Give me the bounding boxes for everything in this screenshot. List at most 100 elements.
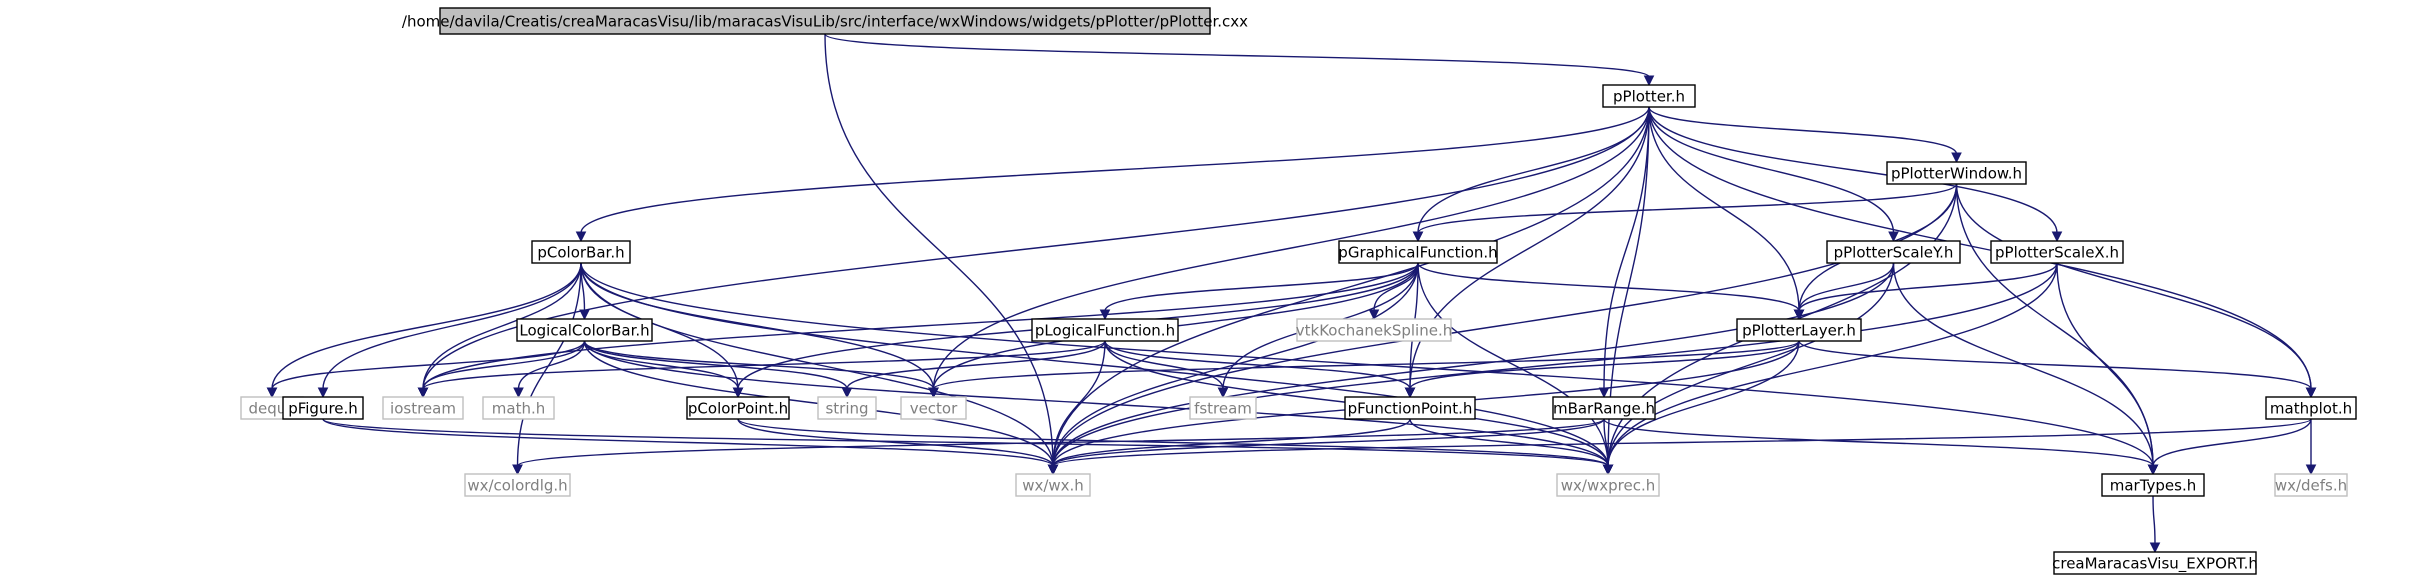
edge-line — [1104, 340, 1224, 390]
edge-mBarRange_h-to-wx_colordlg_h — [512, 418, 1605, 476]
nodes-layer: /home/davila/Creatis/creaMaracasVisu/lib… — [240, 7, 2357, 575]
edge-line — [1798, 262, 2058, 312]
node-pLogicalFunction_h[interactable]: pLogicalFunction.h — [1031, 318, 1179, 342]
node-pPlotterScaleX_h[interactable]: pPlotterScaleX.h — [1990, 240, 2124, 264]
edge-arrowhead — [1602, 464, 1614, 476]
node-label: mBarRange.h — [1553, 400, 1655, 418]
edge-arrowhead — [579, 309, 590, 321]
edge-line — [1417, 262, 1609, 467]
edge-line — [322, 418, 1054, 467]
node-label: wx/wxprec.h — [1561, 477, 1655, 495]
node-box — [2053, 551, 2257, 575]
edge-line — [1052, 340, 1106, 467]
node-box — [2274, 473, 2348, 497]
node-pPlotterWindow_h[interactable]: pPlotterWindow.h — [1886, 161, 2027, 185]
node-box — [1031, 318, 1179, 342]
node-creaMaracasVisu_EXPORT_h[interactable]: creaMaracasVisu_EXPORT.h — [2052, 551, 2258, 575]
node-label: pPlotterScaleY.h — [1834, 244, 1954, 262]
node-wx_wx_h: wx/wx.h — [1015, 473, 1091, 497]
edge-line — [1607, 262, 2058, 467]
node-box — [1826, 240, 1961, 264]
node-label: pPlotterScaleX.h — [1995, 244, 2119, 262]
edge-line — [2152, 418, 2312, 467]
node-iostream: iostream — [382, 396, 464, 420]
node-pPlotterLayer_h[interactable]: pPlotterLayer.h — [1736, 318, 1862, 342]
edge-line — [322, 418, 1609, 467]
edge-LogicalColorBar_h-to-iostream — [417, 340, 586, 399]
edge-line — [1798, 262, 1895, 312]
node-label: fstream — [1194, 400, 1252, 418]
node-LogicalColorBar_h[interactable]: LogicalColorBar.h — [516, 318, 653, 342]
node-pColorPoint_h[interactable]: pColorPoint.h — [686, 396, 790, 420]
edge-arrowhead — [2305, 464, 2317, 476]
edge-line — [932, 106, 1650, 390]
edge-line — [1052, 418, 2312, 467]
node-pPlotter_h[interactable]: pPlotter.h — [1602, 84, 1696, 108]
edge-line — [583, 340, 1609, 467]
edge-arrowhead — [928, 387, 939, 399]
edge-line — [1409, 340, 1800, 390]
node-box — [464, 473, 571, 497]
node-pFigure_h[interactable]: pFigure.h — [282, 396, 364, 420]
edge-line — [1052, 106, 1650, 467]
node-label: wx/defs.h — [2275, 477, 2347, 495]
edge-arrowhead — [2305, 387, 2317, 399]
node-box — [1344, 396, 1476, 420]
edge-line — [1104, 262, 1419, 312]
edge-line — [1409, 418, 1609, 467]
node-pGraphicalFunction_h[interactable]: pGraphicalFunction.h — [1338, 240, 1498, 264]
edge-pPlotterWindow_h-to-mathplot_h — [1955, 183, 2317, 399]
edges-layer — [266, 33, 2317, 554]
edge-line — [516, 262, 582, 467]
edge-pPlotterWindow_h-to-pGraphicalFunction_h — [1412, 183, 1958, 243]
node-root[interactable]: /home/davila/Creatis/creaMaracasVisu/lib… — [402, 7, 1248, 35]
node-label: wx/colordlg.h — [467, 477, 567, 495]
node-wx_wxprec_h: wx/wxprec.h — [1556, 473, 1660, 497]
edge-pPlotter_h-to-pPlotterWindow_h — [1648, 106, 1962, 164]
node-pPlotterScaleY_h[interactable]: pPlotterScaleY.h — [1826, 240, 1961, 264]
node-mathplot_h[interactable]: mathplot.h — [2265, 396, 2357, 420]
edge-mathplot_h-to-marTypes_h — [2147, 418, 2312, 476]
edge-line — [1417, 183, 1958, 234]
node-pFunctionPoint_h[interactable]: pFunctionPoint.h — [1344, 396, 1476, 420]
edge-line — [932, 340, 1800, 390]
edge-arrowhead — [513, 387, 524, 399]
edge-pColorPoint_h-to-wx_wx_h — [737, 418, 1059, 476]
edge-arrowhead — [317, 387, 329, 399]
edge-line — [737, 418, 1609, 467]
node-label: /home/davila/Creatis/creaMaracasVisu/lib… — [402, 13, 1248, 31]
node-label: pColorBar.h — [537, 244, 624, 262]
node-box — [482, 396, 555, 420]
edge-pPlotter_h-to-mathplot_h — [1648, 106, 2317, 399]
edge-line — [580, 262, 1054, 467]
edge-arrowhead — [841, 387, 853, 399]
node-box — [1338, 240, 1498, 264]
node-label: pFigure.h — [288, 400, 358, 418]
edge-arrowhead — [1217, 387, 1229, 399]
node-label: creaMaracasVisu_EXPORT.h — [2052, 555, 2258, 574]
node-string: string — [817, 396, 877, 420]
edge-line — [1648, 106, 1895, 234]
edge-pPlotter_h-to-pPlotterScaleX_h — [1648, 106, 2063, 243]
edge-line — [1648, 106, 2312, 390]
edge-arrowhead — [266, 387, 278, 399]
edge-line — [271, 340, 586, 390]
edge-line — [1104, 340, 1411, 390]
node-box — [817, 396, 877, 420]
edge-mBarRange_h-to-wx_wxprec_h — [1602, 418, 1614, 476]
node-pColorBar_h[interactable]: pColorBar.h — [531, 240, 631, 264]
node-marTypes_h[interactable]: marTypes.h — [2101, 473, 2205, 497]
edge-line — [516, 418, 1605, 467]
edge-arrowhead — [417, 387, 429, 399]
node-mBarRange_h[interactable]: mBarRange.h — [1552, 396, 1656, 420]
edge-arrowhead — [1412, 231, 1424, 243]
edge-pPlotterScaleY_h-to-marTypes_h — [1892, 262, 2159, 476]
edge-arrowhead — [2149, 542, 2161, 554]
edge-mathplot_h-to-wx_wx_h — [1047, 418, 2312, 476]
edge-line — [422, 262, 582, 390]
edge-line — [422, 340, 1106, 390]
node-label: mathplot.h — [2270, 400, 2352, 418]
edge-line — [2152, 495, 2156, 545]
edge-arrowhead — [1643, 75, 1655, 87]
